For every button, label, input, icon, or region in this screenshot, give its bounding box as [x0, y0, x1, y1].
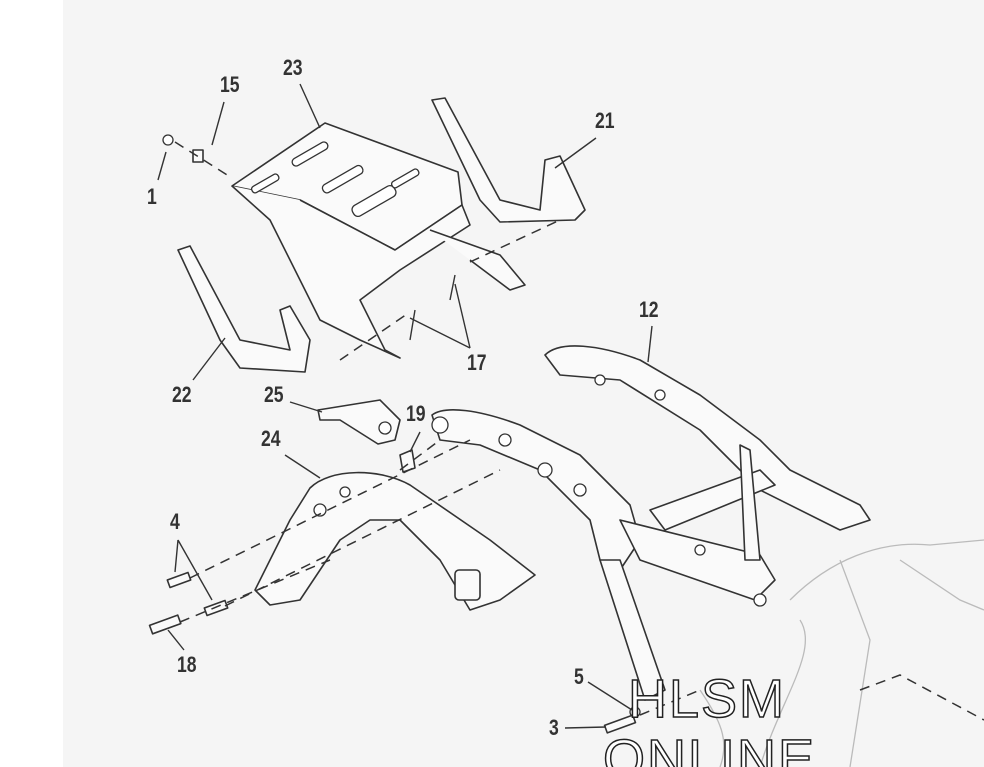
callout-3: 3 — [549, 715, 559, 740]
callout-4: 4 — [170, 509, 180, 534]
callout-12: 12 — [639, 297, 659, 322]
callout-25: 25 — [264, 382, 284, 407]
trim-part-21 — [431, 97, 586, 223]
alignment-lines — [174, 141, 984, 721]
frame-rail-part-12 — [431, 345, 871, 701]
faint-frame-background — [699, 539, 984, 767]
callout-17: 17 — [467, 350, 487, 375]
trim-part-22 — [177, 245, 311, 373]
bracket-part-25 — [317, 399, 401, 445]
callout-22: 22 — [172, 382, 192, 407]
callout-19: 19 — [406, 401, 426, 426]
callout-1: 1 — [147, 184, 157, 209]
fasteners — [148, 134, 641, 734]
watermark-line-1: HLSM — [627, 668, 787, 730]
callout-24: 24 — [261, 426, 281, 451]
callout-21: 21 — [595, 108, 615, 133]
callout-23: 23 — [283, 55, 303, 80]
callout-18: 18 — [177, 652, 197, 677]
support-part-24 — [254, 471, 536, 611]
leader-lines — [157, 83, 653, 729]
watermark-line-2: ONLINE — [602, 728, 817, 767]
luggage-rack-part-23 — [231, 122, 526, 359]
callout-5: 5 — [574, 664, 584, 689]
callout-15: 15 — [220, 72, 240, 97]
